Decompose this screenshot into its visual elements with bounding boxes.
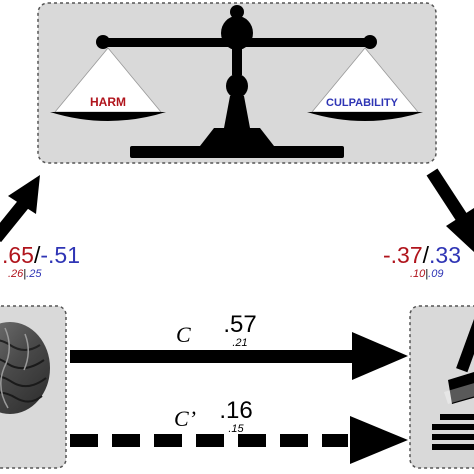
path-c-prime-coefficient: .16 — [219, 397, 252, 424]
path-b-coef-culpability: .33 — [429, 242, 461, 268]
path-b-se-harm: .10 — [410, 268, 426, 280]
path-c-coefficient: .57 — [223, 311, 256, 338]
harm-pan — [50, 47, 166, 121]
path-a-standard-errors: .26|.25 — [8, 268, 42, 280]
path-a-se-culpability: .25 — [26, 268, 42, 280]
outcome-box — [409, 305, 474, 469]
predictor-box — [0, 305, 67, 469]
path-c-prime-arrow — [70, 416, 408, 464]
culpability-pan — [307, 47, 423, 121]
path-c-prime-label: C’ — [174, 406, 196, 431]
path-b-arrow — [426, 168, 474, 252]
harm-label: HARM — [90, 95, 126, 109]
path-a-coef-culpability: -.51 — [40, 242, 80, 268]
path-a-separator: / — [34, 242, 41, 268]
path-a-arrow — [0, 175, 40, 243]
path-c-standard-error: .21 — [232, 337, 247, 349]
culpability-label: CULPABILITY — [326, 97, 399, 109]
path-b-se-separator: | — [425, 268, 428, 280]
path-b-se-culpability: .09 — [428, 268, 443, 280]
path-b-standard-errors: .10|.09 — [410, 268, 443, 280]
path-b-coefficients: -.37/.33 — [383, 242, 461, 268]
brain-icon — [0, 322, 50, 414]
path-a-coefficients: .65/-.51 — [2, 242, 80, 268]
path-c-prime-standard-error: .15 — [228, 423, 244, 435]
balance-scale-icon — [50, 5, 423, 158]
path-b-coef-harm: -.37 — [383, 242, 423, 268]
path-b-separator: / — [423, 242, 430, 268]
path-a-se-separator: | — [23, 268, 26, 280]
gavel-icon — [432, 311, 474, 450]
path-a-coef-harm: .65 — [2, 242, 34, 268]
path-c-label: C — [176, 322, 191, 347]
path-a-se-harm: .26 — [8, 268, 24, 280]
path-c-arrow — [70, 332, 408, 380]
